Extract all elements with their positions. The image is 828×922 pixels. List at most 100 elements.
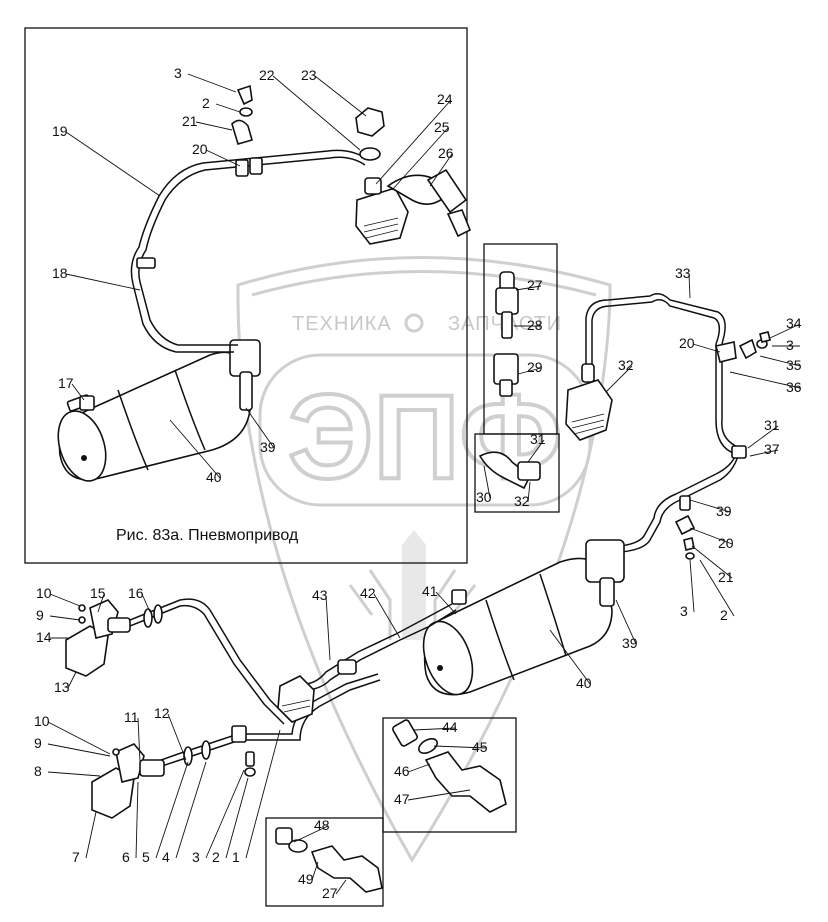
leader-c12	[167, 713, 187, 761]
leader-c32b	[605, 365, 633, 393]
callout-c9a: 9	[36, 607, 44, 623]
inset-frame-main	[24, 27, 468, 564]
callout-c42: 42	[360, 585, 376, 601]
leader-c3a	[187, 73, 237, 93]
leader-c24	[375, 99, 452, 185]
air-receiver-upper	[57, 339, 261, 482]
leader-c20c	[689, 527, 733, 545]
leader-c31a	[527, 439, 545, 463]
callout-c39c: 39	[622, 635, 638, 651]
leader-c30	[483, 465, 491, 499]
leader-c8	[47, 771, 101, 777]
callout-c33: 33	[675, 265, 691, 281]
callout-c46: 46	[394, 763, 410, 779]
callout-c27a: 27	[527, 277, 543, 293]
gear-icon	[404, 313, 424, 333]
leader-c20a	[205, 149, 241, 167]
callout-c31b: 31	[764, 417, 780, 433]
leader-c35	[759, 355, 801, 367]
callout-c48: 48	[314, 817, 330, 833]
callout-c32b: 32	[618, 357, 634, 373]
fitting-44-47	[392, 719, 507, 813]
callout-c12: 12	[154, 705, 170, 721]
leader-c2b	[699, 559, 735, 617]
leader-c11	[137, 717, 141, 763]
callout-c40a: 40	[206, 469, 222, 485]
leader-c23	[314, 75, 367, 117]
tee-valve-center	[277, 659, 357, 723]
callout-c39a: 39	[260, 439, 276, 455]
callout-c3a: 3	[174, 65, 182, 81]
nut-23	[355, 107, 385, 137]
leader-c20b	[692, 343, 721, 353]
hose-end-27-29	[493, 271, 519, 397]
callout-c36: 36	[786, 379, 802, 395]
leader-c5	[155, 761, 189, 859]
leader-c21a	[195, 121, 233, 131]
fitting-48-49	[275, 827, 383, 893]
callout-c19: 19	[52, 123, 68, 139]
washer-2	[239, 107, 253, 117]
callout-c44: 44	[442, 719, 458, 735]
brake-chamber-7	[91, 743, 165, 819]
callout-c1: 1	[232, 849, 240, 865]
leader-c26	[429, 153, 453, 187]
brake-valve-24	[355, 168, 472, 245]
leader-c47	[407, 789, 471, 801]
leader-c10a	[49, 593, 81, 607]
hose-30-32	[478, 451, 541, 490]
fitting-22-23	[355, 107, 385, 161]
callout-c40b: 40	[576, 675, 592, 691]
detail-box-44-47	[382, 717, 517, 833]
leader-c32a	[527, 481, 531, 503]
clamp-16	[143, 608, 153, 628]
leader-c45	[433, 745, 487, 749]
hose-clamps-lower	[143, 604, 256, 777]
leader-c39b	[689, 499, 731, 513]
leader-c46	[407, 763, 431, 773]
clamp-set-right-bottom	[674, 514, 696, 560]
leader-c25	[391, 127, 449, 191]
leader-c33	[688, 273, 691, 299]
callout-c8: 8	[34, 763, 42, 779]
callout-c41: 41	[422, 583, 438, 599]
leader-c43	[325, 595, 331, 661]
leader-c39a	[245, 407, 275, 449]
leader-c15	[97, 593, 105, 613]
figure-caption: Рис. 83а. Пневмопривод	[116, 527, 299, 544]
clamp-set-upper	[231, 84, 253, 145]
callout-c23: 23	[301, 67, 317, 83]
callout-c26: 26	[438, 145, 454, 161]
callout-c3c: 3	[680, 603, 688, 619]
leader-c22	[272, 75, 361, 151]
leader-c7	[85, 811, 97, 859]
callout-c37: 37	[764, 441, 780, 457]
callout-c10a: 10	[36, 585, 52, 601]
callout-c20c: 20	[718, 535, 734, 551]
callout-c2c: 2	[212, 849, 220, 865]
callout-c15: 15	[90, 585, 106, 601]
leader-c3c	[689, 559, 695, 613]
washer-22	[359, 147, 381, 161]
callout-c34: 34	[786, 315, 802, 331]
leader-c41	[435, 591, 457, 615]
callout-c30: 30	[476, 489, 492, 505]
callout-c31a: 31	[530, 431, 546, 447]
callout-c2a: 2	[202, 95, 210, 111]
callout-c5: 5	[142, 849, 150, 865]
callout-c45: 45	[472, 739, 488, 755]
callout-c9b: 9	[34, 735, 42, 751]
leader-c21b	[691, 545, 733, 579]
callout-c11: 11	[124, 709, 139, 725]
pipe-18-19	[130, 149, 369, 353]
callout-c18: 18	[52, 265, 68, 281]
leader-c9a	[49, 615, 81, 621]
callout-c3b: 3	[786, 337, 794, 353]
pipe-39-right	[619, 445, 747, 553]
valve-32	[565, 363, 613, 441]
leader-c1	[245, 729, 281, 859]
elbow-26	[426, 168, 468, 214]
leader-c3d	[205, 769, 245, 859]
callout-c17: 17	[58, 375, 74, 391]
